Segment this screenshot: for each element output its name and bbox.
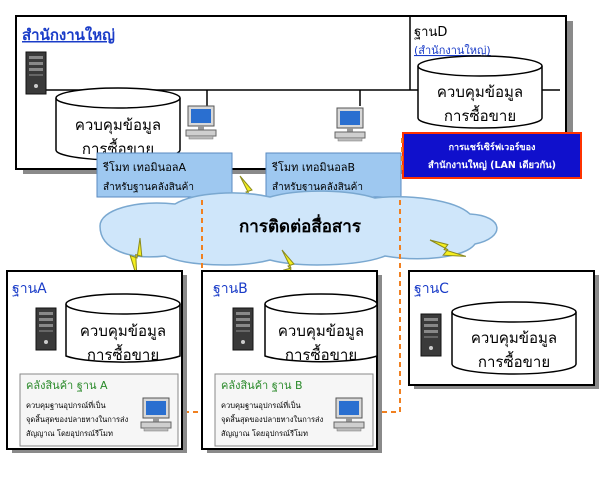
base-c-db-label-line1: ควบคุมข้อมูล (471, 329, 557, 348)
server-tower-icon (25, 51, 47, 95)
warehouse-a-line3: สัญญาณ โดยอุปกรณ์รีโมท (26, 429, 113, 438)
network-cloud (99, 190, 498, 266)
remote-terminal-a-line2: สำหรับฐานคลังสินค้า (103, 181, 194, 193)
base-c-db-label-line2: การซื้อขาย (478, 351, 550, 371)
base-d-subtitle: (สำนักงานใหญ่) (414, 44, 491, 57)
hq-db-label-line1: ควบคุมข้อมูล (75, 116, 161, 135)
base-b-db-label-line1: ควบคุมข้อมูล (278, 322, 364, 341)
base-d-title: ฐานD (414, 25, 447, 40)
shared-server-callout (402, 132, 582, 179)
database-cylinder-icon (451, 301, 577, 375)
base-b-title: ฐานB (213, 281, 248, 297)
remote-terminal-b-line1: รีโมท เทอมินอลB (271, 160, 355, 174)
server-tower-icon (420, 313, 442, 357)
server-tower-icon (232, 307, 254, 351)
warehouse-b-title: คลังสินค้า ฐาน B (221, 379, 303, 392)
base-d-db-label-line2: การซื้อขาย (444, 105, 516, 125)
remote-terminal-b-line2: สำหรับฐานคลังสินค้า (272, 181, 363, 193)
base-a-db-label-line1: ควบคุมข้อมูล (80, 322, 166, 341)
database-cylinder-icon (65, 293, 181, 363)
desktop-pc-icon (140, 397, 172, 432)
remote-terminal-a-box (96, 152, 233, 198)
desktop-pc-icon (334, 107, 366, 142)
callout-line2: สำนักงานใหญ่ (LAN เดียวกัน) (428, 159, 556, 171)
desktop-pc-icon (333, 397, 365, 432)
headquarters-title: สำนักงานใหญ่ (22, 26, 115, 44)
remote-terminal-b-box (265, 152, 402, 198)
base-b-db-label-line2: การซื้อขาย (285, 344, 357, 364)
base-d-db-label-line1: ควบคุมข้อมูล (437, 83, 523, 102)
base-c-title: ฐานC (414, 281, 449, 297)
callout-line1: การแชร์เซิร์ฟเวอร์ของ (449, 141, 536, 153)
warehouse-b-line3: สัญญาณ โดยอุปกรณ์รีโมท (221, 429, 308, 438)
warehouse-a-line1: ควบคุมฐานอุปกรณ์ที่เป็น (26, 400, 106, 410)
base-a-title: ฐานA (12, 281, 47, 297)
desktop-pc-icon (185, 105, 217, 140)
warehouse-a-title: คลังสินค้า ฐาน A (26, 379, 108, 392)
network-label: การติดต่อสื่อสาร (239, 214, 362, 237)
database-cylinder-icon (264, 293, 378, 363)
remote-terminal-a-line1: รีโมท เทอมินอลA (102, 160, 187, 174)
warehouse-a-line2: จุดสิ้นสุดของปลายทางในการส่ง (26, 414, 129, 424)
database-cylinder-icon (417, 55, 543, 129)
warehouse-b-line2: จุดสิ้นสุดของปลายทางในการส่ง (221, 414, 324, 424)
base-a-db-label-line2: การซื้อขาย (87, 344, 159, 364)
warehouse-b-line1: ควบคุมฐานอุปกรณ์ที่เป็น (221, 400, 301, 410)
server-tower-icon (35, 307, 57, 351)
